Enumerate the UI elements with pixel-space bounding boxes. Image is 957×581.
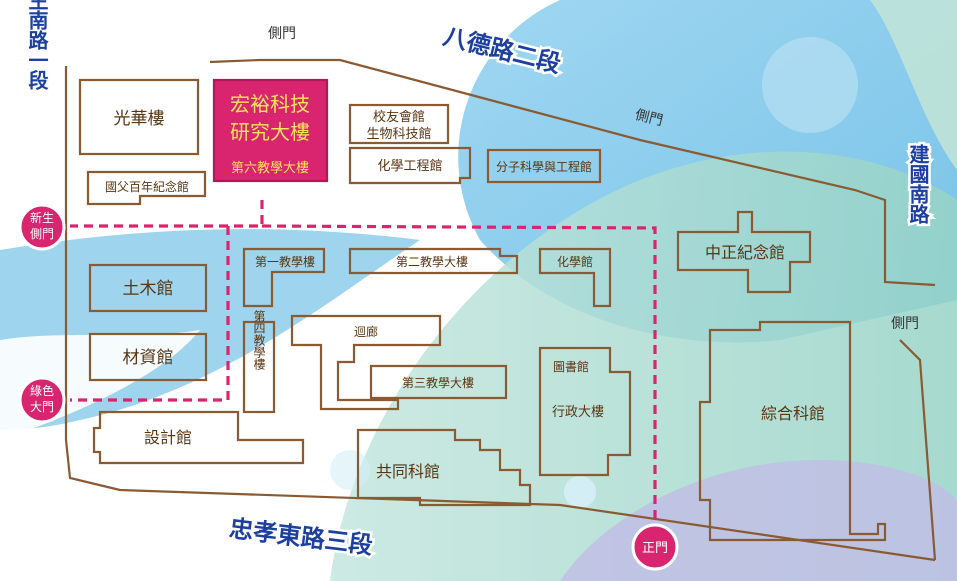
gate-side-top: 側門 xyxy=(268,26,296,42)
label-corridor: 迴廊 xyxy=(354,324,378,339)
building-hongyu xyxy=(212,78,329,183)
building-fourth-teaching xyxy=(242,320,276,414)
building-second-teaching xyxy=(348,247,519,275)
label-comprehensive: 綜合科館 xyxy=(761,404,825,423)
buildings xyxy=(78,78,887,542)
label-materials: 材資館 xyxy=(123,348,174,368)
building-alumni xyxy=(348,103,450,145)
building-guofu xyxy=(86,170,207,206)
label-guanghua: 光華樓 xyxy=(114,109,165,129)
gate-green-line2: 大門 xyxy=(30,400,54,414)
campus-boundary xyxy=(64,58,937,562)
building-first-teaching xyxy=(242,247,326,308)
label-second-teaching: 第二教學大樓 xyxy=(396,254,468,269)
building-molecular xyxy=(486,148,602,184)
label-third-teaching: 第三教學大樓 xyxy=(402,375,474,390)
label-design: 設計館 xyxy=(144,428,192,447)
gate-side-right-top: 側門 xyxy=(633,107,664,129)
building-design xyxy=(92,410,305,465)
label-hongyu-sub: 第六教學大樓 xyxy=(231,160,309,176)
label-admin: 行政大樓 xyxy=(552,405,604,420)
road-jianguo: 建國南路 xyxy=(906,143,930,225)
gate-main-label: 正門 xyxy=(642,541,668,556)
label-hongyu-1: 宏裕科技 xyxy=(230,92,310,116)
building-comprehensive xyxy=(698,320,887,542)
building-corridor xyxy=(290,314,442,411)
label-chem-eng: 化學工程館 xyxy=(377,159,442,174)
gate-labels: 側門 側門 側門 xyxy=(268,26,919,332)
road-xinsheng: 新生南路一段 xyxy=(25,0,49,91)
building-chemistry xyxy=(538,247,612,308)
label-hongyu-2: 研究大樓 xyxy=(230,120,310,144)
label-common-science: 共同科館 xyxy=(376,462,440,481)
label-fourth-teaching: 第四教學樓 xyxy=(252,310,266,371)
gate-side-right: 側門 xyxy=(891,316,919,332)
gate-main: 正門 xyxy=(631,523,679,571)
gate-xinsheng: 新生 側門 xyxy=(18,203,66,251)
label-guofu: 國父百年紀念館 xyxy=(105,179,189,194)
label-first-teaching: 第一教學樓 xyxy=(255,254,315,269)
label-civil: 土木館 xyxy=(123,279,174,299)
building-guanghua xyxy=(78,78,200,156)
building-civil xyxy=(88,263,208,313)
label-molecular: 分子科學與工程館 xyxy=(496,159,592,174)
walking-route xyxy=(70,200,657,535)
gate-green: 綠色 大門 xyxy=(18,376,66,424)
building-zhongzheng xyxy=(676,210,812,294)
label-library: 圖書館 xyxy=(553,359,589,374)
gate-markers: 新生 側門 綠色 大門 正門 xyxy=(18,203,679,571)
gate-green-line1: 綠色 xyxy=(30,384,54,398)
building-common-science xyxy=(356,428,532,507)
label-zhongzheng: 中正紀念館 xyxy=(705,243,785,262)
building-chem-eng xyxy=(348,146,472,185)
label-alumni-1: 校友會館 xyxy=(373,109,425,125)
gate-xinsheng-line1: 新生 xyxy=(30,210,54,225)
building-third-teaching xyxy=(369,364,508,400)
label-chemistry: 化學館 xyxy=(557,254,593,269)
label-alumni-2: 生物科技館 xyxy=(366,127,431,142)
building-materials xyxy=(88,332,208,382)
gate-xinsheng-line2: 側門 xyxy=(30,227,54,241)
building-library-admin xyxy=(538,346,632,477)
building-labels: 光華樓 國父百年紀念館 宏裕科技 研究大樓 第六教學大樓 校友會館 生物科技館 … xyxy=(105,92,825,481)
